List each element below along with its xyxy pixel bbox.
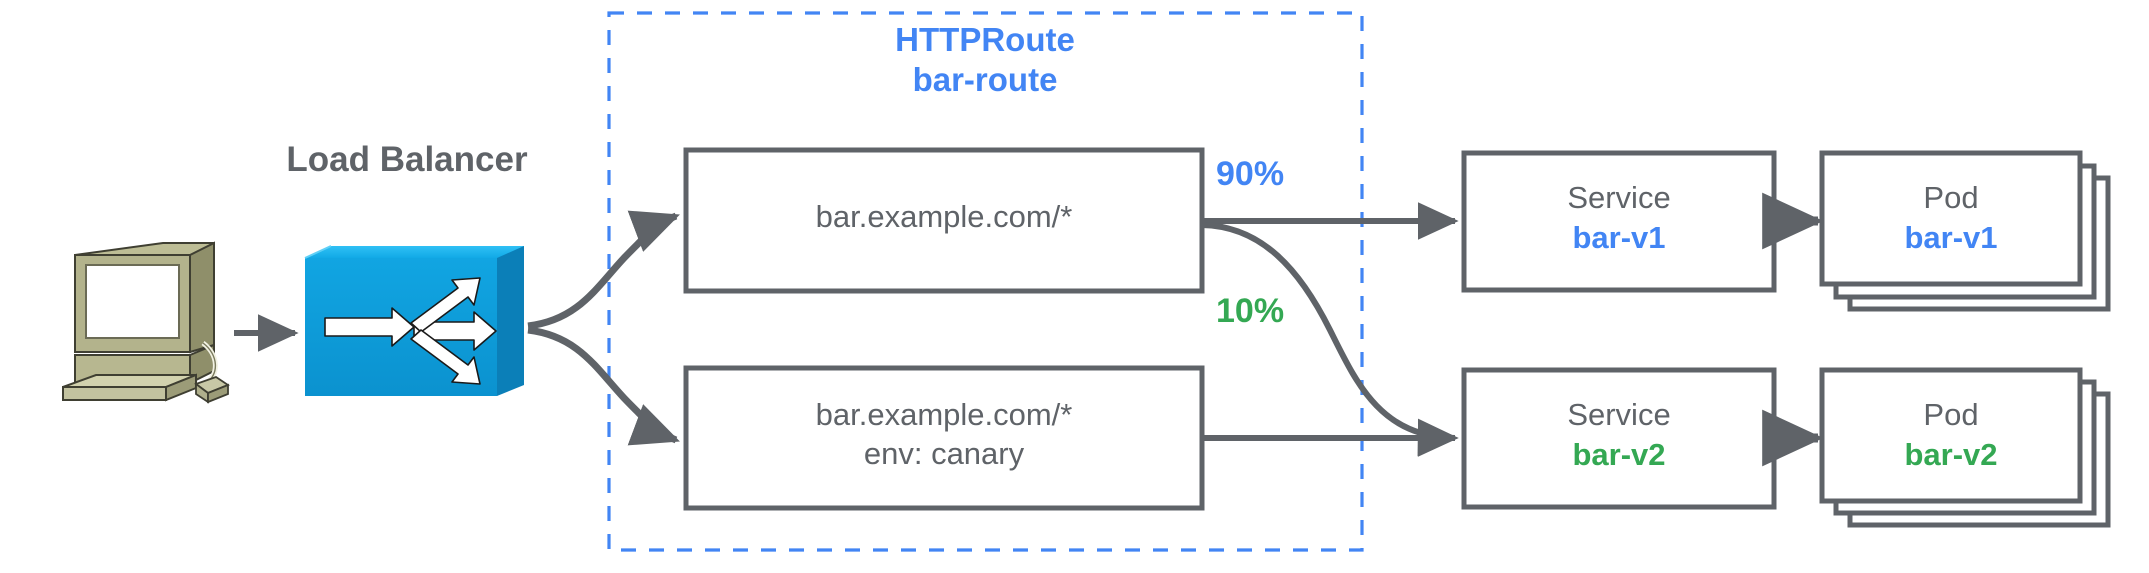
- httproute-boundary: [607, 11, 1364, 552]
- service-kind-label-v2: Service: [1567, 397, 1671, 432]
- rule-1-match-line-1: bar.example.com/*: [815, 199, 1073, 234]
- rule-2-match-line-1: bar.example.com/*: [815, 397, 1073, 432]
- service-bar-v1-text: Service bar-v1: [1464, 178, 1774, 259]
- rule1-to-service-v2-arrow: [1201, 222, 1459, 457]
- httproute-title: HTTPRoute bar-route: [608, 20, 1362, 101]
- service-name-label-v2: bar-v2: [1572, 437, 1666, 473]
- load-balancer-label: Load Balancer: [286, 140, 528, 179]
- computer-workstation-icon: [62, 241, 230, 404]
- service-kind-label-v1: Service: [1567, 180, 1671, 215]
- lb-to-rule2-arrow: [527, 326, 680, 446]
- lb-to-rule1-arrow: [527, 210, 680, 330]
- pod-bar-v2-text: Pod bar-v2: [1822, 395, 2080, 476]
- pod-bar-v1-text: Pod bar-v1: [1822, 178, 2080, 259]
- service-bar-v2-text: Service bar-v2: [1464, 395, 1774, 476]
- network-switch-icon: [304, 245, 524, 396]
- weight-label-10: 10%: [1216, 292, 1285, 330]
- pod-stack-bar-v2[interactable]: [1819, 367, 2111, 528]
- pod-kind-label-v1: Pod: [1923, 180, 1979, 215]
- rule-box-2[interactable]: [683, 365, 1205, 511]
- httproute-kind-label: HTTPRoute: [895, 21, 1075, 58]
- rule-2-match-line-2: env: canary: [863, 436, 1025, 471]
- service-box-bar-v2[interactable]: [1461, 367, 1777, 510]
- service-box-bar-v1[interactable]: [1461, 150, 1777, 293]
- service-name-label-v1: bar-v1: [1572, 220, 1666, 256]
- pod-name-label-v2: bar-v2: [1904, 437, 1998, 473]
- pod-stack-bar-v1[interactable]: [1819, 150, 2111, 312]
- weight-label-90: 90%: [1216, 155, 1285, 193]
- httproute-name-label: bar-route: [912, 61, 1058, 99]
- pod-name-label-v1: bar-v1: [1904, 220, 1998, 256]
- pod-kind-label-v2: Pod: [1923, 397, 1979, 432]
